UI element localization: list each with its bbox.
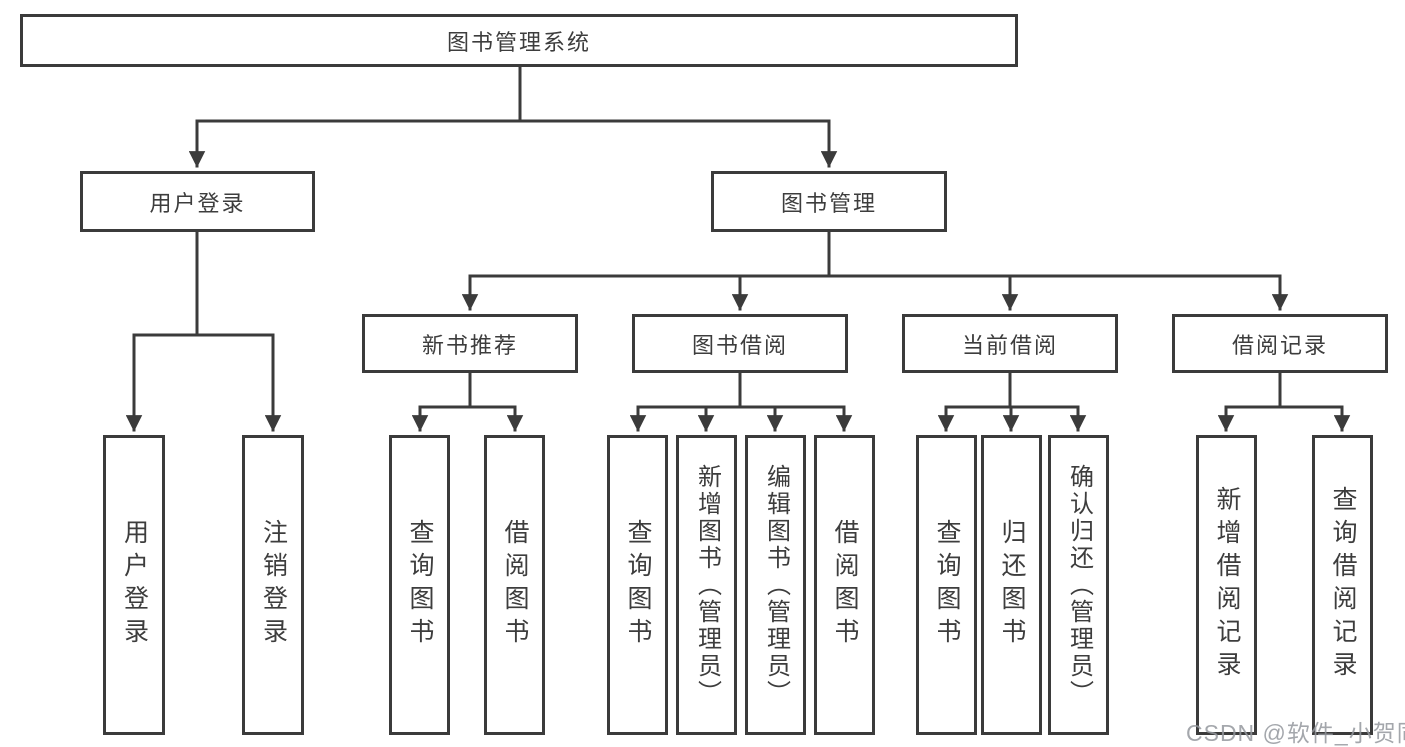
node-label: 图书借阅: [691, 332, 788, 358]
node-label: 查询图书: [624, 519, 652, 651]
wire-new-books-to-leaves: [411, 371, 524, 432]
node-borrow-records: 借阅记录: [1172, 314, 1388, 373]
node-user-login: 用户登录: [80, 171, 315, 232]
node-root-library-system: 图书管理系统: [20, 14, 1018, 67]
leaf-return-books: 归还图书: [981, 435, 1042, 735]
leaf-borrow-books-recommend: 借阅图书: [484, 435, 545, 735]
leaf-borrow-books: 借阅图书: [814, 435, 875, 735]
node-label: 新书推荐: [421, 332, 518, 358]
node-label: 当前借阅: [961, 332, 1058, 358]
node-label: 查询图书: [933, 519, 961, 651]
wire-borrow-records-to-leaves: [1217, 371, 1351, 432]
leaf-query-books-recommend: 查询图书: [389, 435, 450, 735]
wire-root-to-level2: [188, 65, 838, 168]
node-current-borrow: 当前借阅: [902, 314, 1118, 373]
leaf-query-books-borrow: 查询图书: [607, 435, 668, 735]
node-book-borrow: 图书借阅: [632, 314, 848, 373]
node-label: 注销登录: [259, 519, 288, 651]
leaf-edit-books-admin: 编辑图书（管理员）: [745, 435, 806, 735]
node-label: 确认归还（管理员）: [1065, 463, 1093, 707]
node-label: 借阅图书: [501, 519, 529, 651]
wire-book-management-to-level3: [461, 230, 1289, 311]
node-label: 查询借阅记录: [1329, 486, 1357, 684]
node-label: 图书管理系统: [446, 29, 591, 55]
wire-book-borrow-to-leaves: [629, 371, 853, 432]
node-book-management: 图书管理: [711, 171, 947, 232]
node-label: 用户登录: [149, 190, 246, 216]
wire-user-login-to-leaves: [125, 230, 282, 432]
leaf-query-borrow-record: 查询借阅记录: [1312, 435, 1373, 735]
node-label: 新增借阅记录: [1213, 486, 1241, 684]
node-new-book-recommend: 新书推荐: [362, 314, 578, 373]
node-label: 查询图书: [406, 519, 434, 651]
node-label: 新增图书（管理员）: [693, 463, 721, 707]
node-label: 图书管理: [780, 190, 877, 216]
leaf-user-login: 用户登录: [103, 435, 165, 735]
wire-current-borrow-to-leaves: [937, 371, 1087, 432]
node-label: 归还图书: [998, 519, 1026, 651]
leaf-confirm-return-admin: 确认归还（管理员）: [1048, 435, 1109, 735]
leaf-query-books-current: 查询图书: [916, 435, 977, 735]
node-label: 借阅记录: [1231, 332, 1328, 358]
node-label: 借阅图书: [831, 519, 859, 651]
node-label: 用户登录: [120, 519, 149, 651]
csdn-watermark: CSDN @软件_小贺同学: [1186, 720, 1405, 746]
leaf-logout: 注销登录: [242, 435, 304, 735]
leaf-add-books-admin: 新增图书（管理员）: [676, 435, 737, 735]
node-label: 编辑图书（管理员）: [762, 463, 790, 707]
leaf-add-borrow-record: 新增借阅记录: [1196, 435, 1257, 735]
